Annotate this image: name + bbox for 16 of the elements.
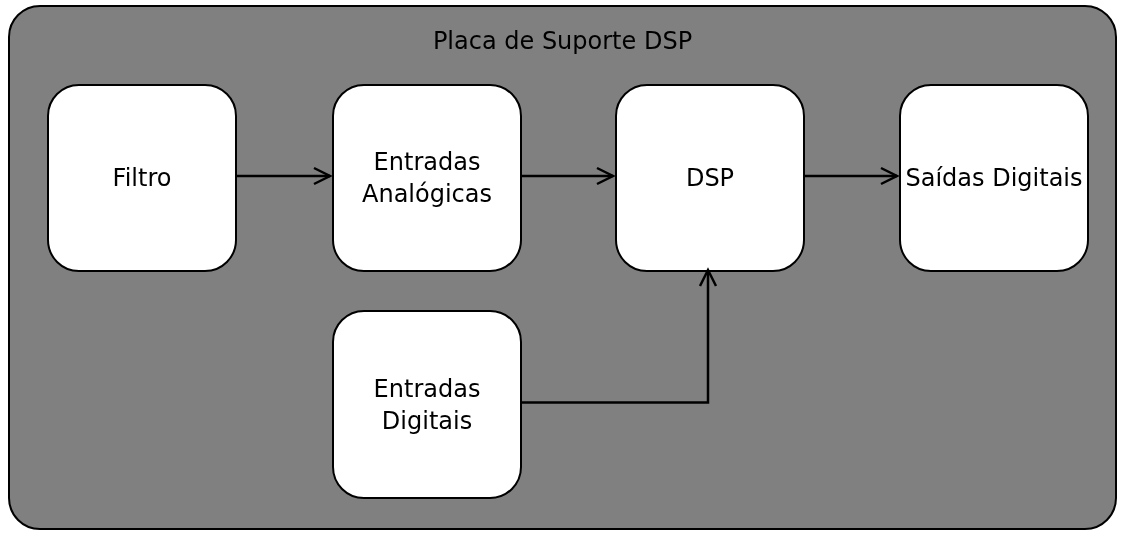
arrow (520, 268, 718, 404)
board-panel (8, 5, 1117, 530)
panel-title: Placa de Suporte DSP (432, 26, 693, 57)
node-label: Saídas Digitais (905, 163, 1083, 194)
process-box (332, 84, 522, 272)
arrow (235, 166, 332, 186)
arrow (520, 166, 615, 186)
node-label: Entradas Digitais (372, 373, 482, 437)
process-box (899, 84, 1089, 272)
node-label: Filtro (112, 163, 172, 194)
arrow (803, 166, 899, 186)
process-box (47, 84, 237, 272)
process-box (615, 84, 805, 272)
process-box (332, 310, 522, 499)
node-label: Entradas Analógicas (361, 147, 493, 210)
node-label: DSP (685, 163, 735, 194)
